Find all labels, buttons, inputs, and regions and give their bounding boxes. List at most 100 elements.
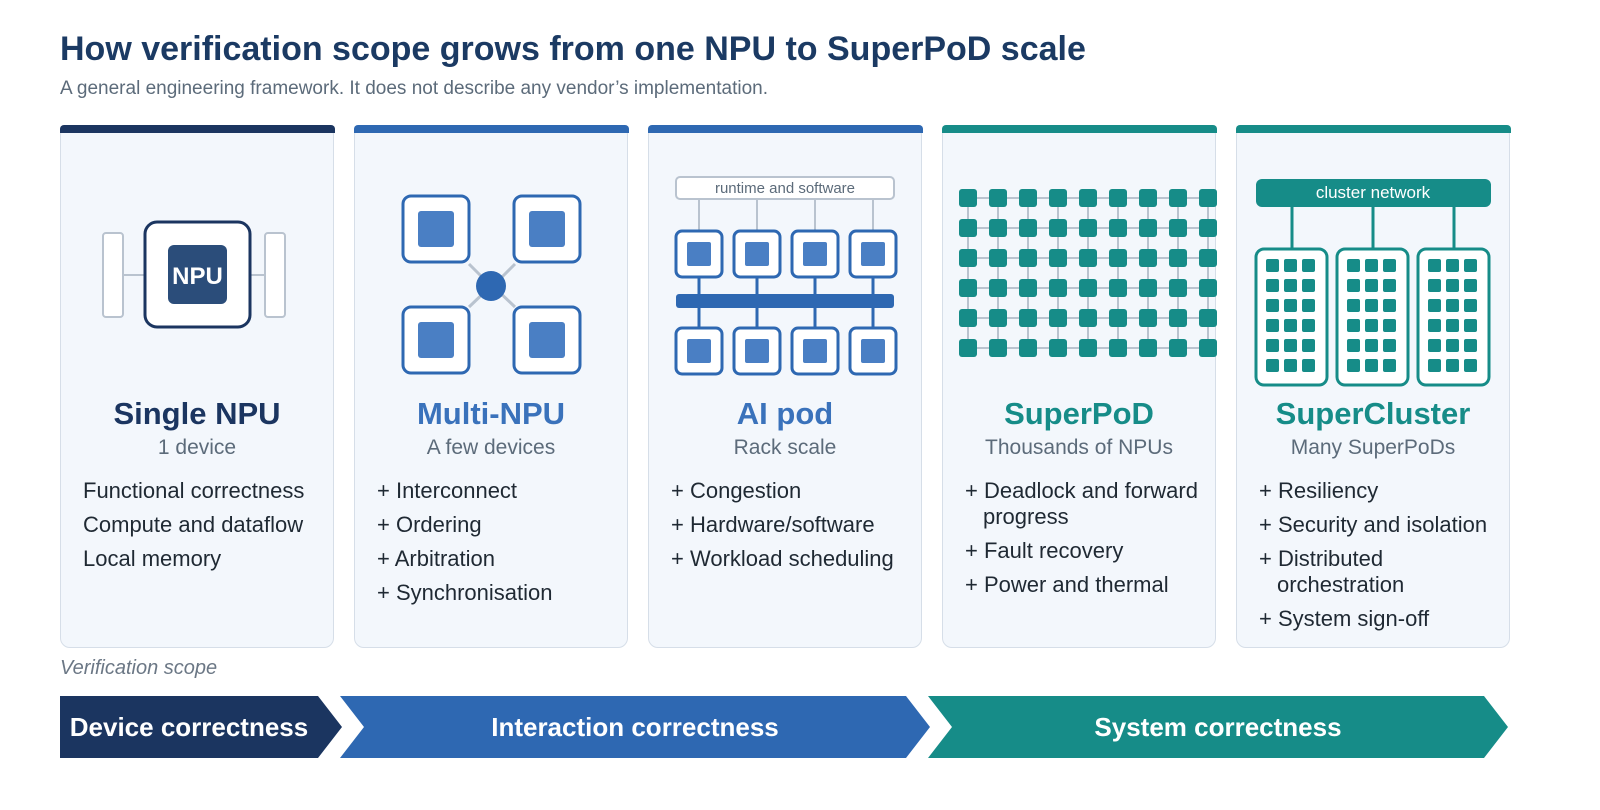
npu-node (1199, 219, 1217, 237)
runtime-software-label: runtime and software (715, 180, 855, 197)
npu-node (989, 219, 1007, 237)
stage-checklist: Functional correctness Compute and dataf… (83, 478, 323, 580)
npu-node (1139, 249, 1157, 267)
stage-checklist: + Resiliency + Security and isolation + … (1259, 478, 1499, 640)
stage-title: Multi-NPU (416, 396, 566, 431)
npu-node (1019, 219, 1037, 237)
stage-card-ai-pod: runtime and software (647, 124, 923, 648)
npu-node (1199, 249, 1217, 267)
stage-card-single-npu: NPU Single NPU 1 device Functional corre… (59, 124, 335, 648)
multi-npu-illustration (401, 194, 582, 375)
stage-accent-bar (1235, 124, 1511, 133)
cluster-network-label: cluster network (1316, 183, 1431, 202)
npu-node (989, 309, 1007, 327)
stage-accent-bar (647, 124, 923, 133)
npu-node (1169, 219, 1187, 237)
npu-node (1049, 309, 1067, 327)
stage-subtitle: 1 device (157, 436, 237, 459)
npu-node (1019, 309, 1037, 327)
single-npu-illustration: NPU (102, 220, 286, 329)
phase-label: Device correctness (69, 711, 309, 742)
npu-node (1109, 189, 1127, 207)
checklist-item: Local memory (83, 546, 222, 571)
phase-device-correctness: Device correctness (60, 696, 342, 758)
npu-node (1109, 279, 1127, 297)
npu-node (959, 309, 977, 327)
npu-node (959, 279, 977, 297)
npu-node (1109, 339, 1127, 357)
phase-interaction-correctness: Interaction correctness (340, 696, 930, 758)
checklist-item: Compute and dataflow (83, 512, 304, 537)
npu-node (1079, 279, 1097, 297)
npu-node (959, 249, 977, 267)
npu-node (1169, 249, 1187, 267)
npu-node (989, 279, 1007, 297)
npu-node (1139, 189, 1157, 207)
supercluster-illustration: cluster network (1254, 179, 1491, 387)
stage-checklist: + Congestion + Hardware/software + Workl… (671, 478, 911, 580)
npu-node (1019, 189, 1037, 207)
checklist-item: + Fault recovery (965, 538, 1124, 563)
phase-label: Interaction correctness (491, 711, 779, 742)
stage-checklist: + Deadlock and forward progress + Fault … (965, 478, 1205, 606)
npu-node (1079, 189, 1097, 207)
stage-card-multi-npu: Multi-NPU A few devices + Interconnect +… (353, 124, 629, 648)
npu-node (1049, 249, 1067, 267)
stage-card-superpod: SuperPoD Thousands of NPUs + Deadlock an… (941, 124, 1217, 648)
npu-node (1109, 219, 1127, 237)
npu-node (1049, 219, 1067, 237)
npu-node (1049, 189, 1067, 207)
checklist-item: + Congestion (671, 478, 802, 503)
npu-node (1079, 339, 1097, 357)
checklist-item: + Deadlock and forward progress (965, 478, 1198, 529)
superpod-grid-illustration (959, 189, 1217, 357)
npu-node (1079, 249, 1097, 267)
npu-node (1199, 189, 1217, 207)
npu-node (1109, 309, 1127, 327)
checklist-item: + System sign-off (1259, 606, 1430, 631)
npu-node (959, 219, 977, 237)
stage-title: Single NPU (113, 396, 281, 431)
checklist-item: + Security and isolation (1259, 512, 1488, 537)
page-subtitle: A general engineering framework. It does… (60, 78, 768, 99)
stage-card-supercluster: cluster network SuperCluster Many SuperP… (1235, 124, 1511, 648)
npu-node (989, 189, 1007, 207)
npu-node (1049, 279, 1067, 297)
checklist-item: + Power and thermal (965, 572, 1169, 597)
npu-chip-label: NPU (172, 263, 223, 290)
npu-node (1169, 309, 1187, 327)
checklist-item: + Workload scheduling (671, 546, 894, 571)
ai-pod-illustration: runtime and software (674, 176, 898, 376)
npu-node (1169, 279, 1187, 297)
stage-subtitle: Thousands of NPUs (985, 436, 1173, 459)
npu-node (1109, 249, 1127, 267)
npu-node (1139, 339, 1157, 357)
checklist-item: Functional correctness (83, 478, 305, 503)
stage-accent-bar (353, 124, 629, 133)
page-title: How verification scope grows from one NP… (60, 30, 1086, 68)
checklist-item: + Arbitration (377, 546, 496, 571)
npu-node (1199, 309, 1217, 327)
npu-node (1199, 339, 1217, 357)
stage-checklist: + Interconnect + Ordering + Arbitration … (377, 478, 617, 614)
checklist-item: + Hardware/software (671, 512, 875, 537)
npu-node (1169, 189, 1187, 207)
npu-node (1019, 339, 1037, 357)
npu-node (959, 339, 977, 357)
stage-title: SuperCluster (1275, 396, 1471, 431)
phase-label: System correctness (1094, 711, 1342, 742)
npu-node (1049, 339, 1067, 357)
npu-node (1079, 219, 1097, 237)
stage-subtitle: Many SuperPoDs (1290, 436, 1456, 459)
npu-node (959, 189, 977, 207)
stage-title: AI pod (736, 396, 834, 431)
checklist-item: + Ordering (377, 512, 482, 537)
stage-subtitle: A few devices (426, 436, 556, 459)
npu-node (1139, 309, 1157, 327)
verification-scope-label: Verification scope (60, 657, 218, 679)
npu-node (1139, 219, 1157, 237)
checklist-item: + Interconnect (377, 478, 518, 503)
npu-node (1199, 279, 1217, 297)
npu-node (1019, 279, 1037, 297)
npu-node (989, 249, 1007, 267)
